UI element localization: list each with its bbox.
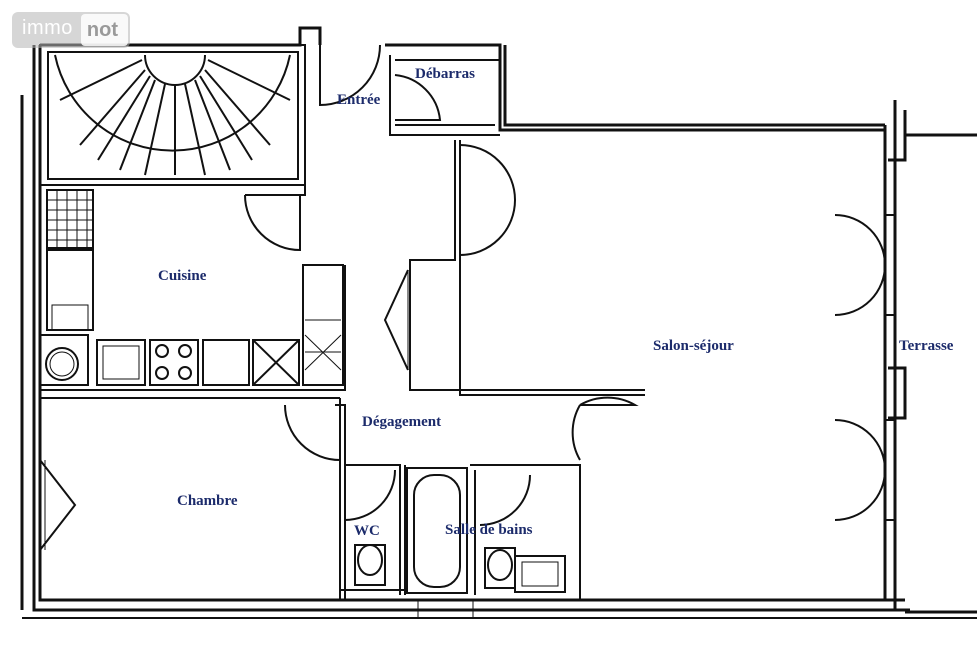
logo-text-not: not <box>80 14 128 46</box>
logo-text-immo: immo <box>22 17 73 39</box>
lower-rooms <box>284 396 639 619</box>
label-salle-de-bains: Salle de bains <box>445 522 533 538</box>
terrasse-doors <box>834 214 895 521</box>
label-entree: Entrée <box>337 92 381 108</box>
label-degagement: Dégagement <box>362 414 442 430</box>
label-cuisine: Cuisine <box>158 268 207 284</box>
outer-walls <box>20 26 977 619</box>
immonot-logo: immo not <box>12 12 130 48</box>
label-debarras: Débarras <box>415 66 475 82</box>
label-chambre: Chambre <box>177 493 238 509</box>
label-wc: WC <box>354 523 380 539</box>
kitchen-fixtures <box>39 184 346 399</box>
interior-partitions <box>383 140 645 396</box>
entree-debarras-walls <box>300 44 500 196</box>
label-terrasse: Terrasse <box>899 338 954 354</box>
chambre-window <box>39 459 77 551</box>
label-salon-sejour: Salon-séjour <box>653 338 734 354</box>
spiral-staircase <box>39 44 306 186</box>
